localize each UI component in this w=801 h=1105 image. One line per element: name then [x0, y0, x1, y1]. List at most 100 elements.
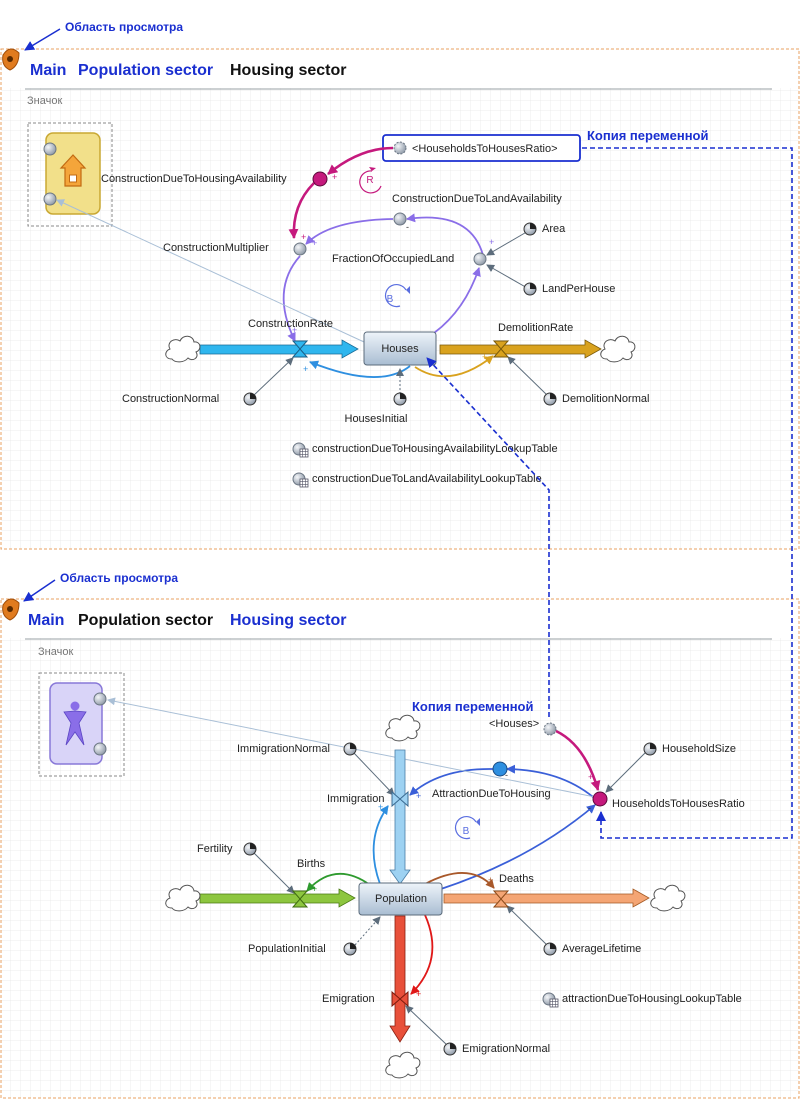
households-ratio-node[interactable]	[592, 791, 608, 807]
link-household-size-to-ratio	[605, 750, 648, 793]
lookup-table-icon[interactable]	[292, 442, 309, 458]
houses-shadow-label: <Houses>	[489, 718, 539, 730]
due-housing-label: ConstructionDueToHousingAvailability	[101, 173, 287, 185]
deaths-label: Deaths	[499, 873, 534, 885]
population-icon-frame	[38, 672, 125, 777]
land-per-house-node[interactable]	[523, 282, 537, 296]
demolition-valve-icon[interactable]	[492, 340, 510, 358]
tab-main[interactable]: Main	[28, 612, 64, 629]
tab-main[interactable]: Main	[30, 62, 66, 79]
svg-text:+: +	[378, 802, 383, 812]
land-per-house-label: LandPerHouse	[542, 283, 615, 295]
due-land-node[interactable]	[393, 212, 407, 226]
link-population-to-deaths	[424, 872, 495, 889]
link-fraction-to-due-land	[406, 213, 484, 256]
deaths-sink-cloud-icon	[650, 884, 686, 912]
connector-ratio-shadow	[582, 147, 793, 839]
link-multiplier-to-rate	[282, 255, 301, 342]
svg-text:+: +	[482, 352, 487, 362]
population-icon-port-bottom[interactable]	[93, 742, 107, 756]
svg-text:+: +	[489, 237, 494, 247]
household-size-label: HouseholdSize	[662, 743, 736, 755]
svg-text:+: +	[292, 325, 297, 335]
svg-text:+: +	[588, 772, 593, 782]
link-immnormal-to-immigration	[352, 751, 395, 796]
average-lifetime-label: AverageLifetime	[562, 943, 641, 955]
house-icon-port-top[interactable]	[43, 142, 57, 156]
tab-population-sector[interactable]: Population sector	[78, 612, 213, 629]
link-houses-to-icon	[56, 199, 365, 343]
immigration-valve-icon[interactable]	[391, 790, 409, 808]
svg-text:-: -	[406, 222, 409, 232]
population-stock-label: Population	[375, 893, 427, 905]
population-icon-port-top[interactable]	[93, 692, 107, 706]
lookup-land-label: constructionDueToLandAvailabilityLookupT…	[312, 473, 542, 485]
svg-text:+: +	[332, 172, 337, 182]
demolition-normal-node[interactable]	[543, 392, 557, 406]
houses-shadow-node[interactable]	[543, 722, 557, 736]
lookup-table-icon[interactable]	[292, 472, 309, 488]
immigration-source-cloud-icon	[385, 714, 421, 742]
due-housing-node[interactable]	[312, 171, 328, 187]
link-attraction-to-immigration	[409, 768, 494, 796]
immigration-normal-label: ImmigrationNormal	[237, 743, 330, 755]
emigration-sink-cloud-icon	[385, 1051, 421, 1079]
fraction-node[interactable]	[473, 252, 487, 266]
link-emnormal-to-emigration	[405, 1005, 448, 1046]
emigration-valve-icon[interactable]	[391, 990, 409, 1008]
person-icon	[63, 701, 87, 746]
households-ratio-shadow-node[interactable]	[393, 141, 407, 155]
immigration-normal-node[interactable]	[343, 742, 357, 756]
population-initial-label: PopulationInitial	[248, 943, 326, 955]
link-signs-bottom: + - + - + + + +	[312, 770, 593, 999]
houses-initial-node[interactable]	[393, 392, 407, 406]
population-initial-node[interactable]	[343, 942, 357, 956]
viewport-marker-icon[interactable]	[2, 598, 20, 621]
source-cloud-icon	[165, 335, 201, 363]
births-source-cloud-icon	[165, 884, 201, 912]
average-lifetime-node[interactable]	[543, 942, 557, 956]
immigration-flow-pipe	[389, 749, 411, 885]
construction-normal-node[interactable]	[243, 392, 257, 406]
emigration-label: Emigration	[322, 993, 375, 1005]
tab-housing-sector[interactable]: Housing sector	[230, 612, 346, 629]
births-valve-icon[interactable]	[291, 890, 309, 908]
house-icon-port-bottom[interactable]	[43, 192, 57, 206]
lookup-table-icon[interactable]	[542, 992, 559, 1008]
emigration-flow-pipe	[389, 915, 411, 1043]
link-houses-to-fraction	[433, 267, 481, 334]
tab-population-sector[interactable]: Population sector	[78, 62, 213, 79]
houses-stock-label: Houses	[381, 343, 419, 355]
fraction-label: FractionOfOccupiedLand	[332, 253, 454, 265]
multiplier-node[interactable]	[293, 242, 307, 256]
svg-text:+: +	[416, 791, 421, 801]
link-population-to-ratio	[437, 804, 596, 891]
svg-text:-: -	[588, 803, 591, 813]
fertility-node[interactable]	[243, 842, 257, 856]
link-fertility-to-births	[252, 851, 295, 894]
houses-stock[interactable]	[363, 331, 437, 366]
svg-text:+: +	[312, 238, 317, 248]
svg-text:B: B	[463, 826, 470, 837]
link-houses-to-demolition	[414, 355, 494, 378]
attraction-node[interactable]	[492, 761, 508, 777]
households-ratio-shadow-label: <HouseholdsToHousesRatio>	[412, 143, 558, 155]
construction-valve-icon[interactable]	[291, 340, 309, 358]
deaths-valve-icon[interactable]	[492, 890, 510, 908]
lookup-housing-label: constructionDueToHousingAvailabilityLook…	[312, 443, 558, 455]
viewport-marker-icon[interactable]	[2, 48, 20, 71]
area-node[interactable]	[523, 222, 537, 236]
svg-text:+: +	[303, 364, 308, 374]
attraction-label: AttractionDueToHousing	[432, 788, 551, 800]
emigration-normal-node[interactable]	[443, 1042, 457, 1056]
household-size-node[interactable]	[643, 742, 657, 756]
tab-housing-sector[interactable]: Housing sector	[230, 62, 346, 79]
sink-cloud-icon	[600, 335, 636, 363]
fertility-label: Fertility	[197, 843, 233, 855]
population-stock[interactable]	[358, 882, 443, 916]
svg-text:R: R	[366, 175, 373, 186]
immigration-label: Immigration	[327, 793, 384, 805]
balancing-loop-icon-top: B	[384, 283, 410, 308]
construction-rate-label: ConstructionRate	[248, 318, 333, 330]
link-lifetime-to-deaths	[506, 905, 548, 946]
